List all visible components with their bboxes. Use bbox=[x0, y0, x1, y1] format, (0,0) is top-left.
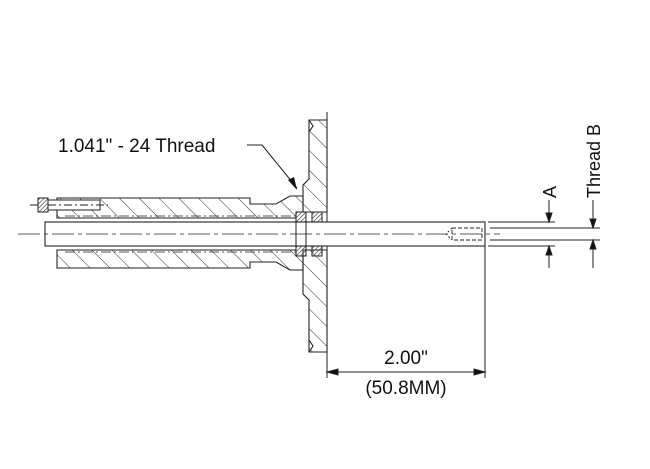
seals bbox=[295, 211, 323, 257]
thread-b-label: Thread B bbox=[584, 124, 604, 198]
dimension-a-threadb bbox=[488, 200, 600, 268]
thread-callout-label: 1.041" - 24 Thread bbox=[58, 136, 215, 157]
thread-callout: 1.041" - 24 Thread bbox=[58, 136, 298, 190]
bolt bbox=[30, 197, 108, 213]
dimension-a-label: A bbox=[540, 186, 560, 198]
length-inches-label: 2.00" bbox=[384, 348, 428, 369]
shaft bbox=[18, 215, 500, 253]
mounting-flange bbox=[302, 112, 328, 370]
length-dimension bbox=[325, 246, 487, 378]
length-mm-label: (50.8MM) bbox=[365, 378, 446, 399]
housing-body bbox=[56, 195, 304, 271]
